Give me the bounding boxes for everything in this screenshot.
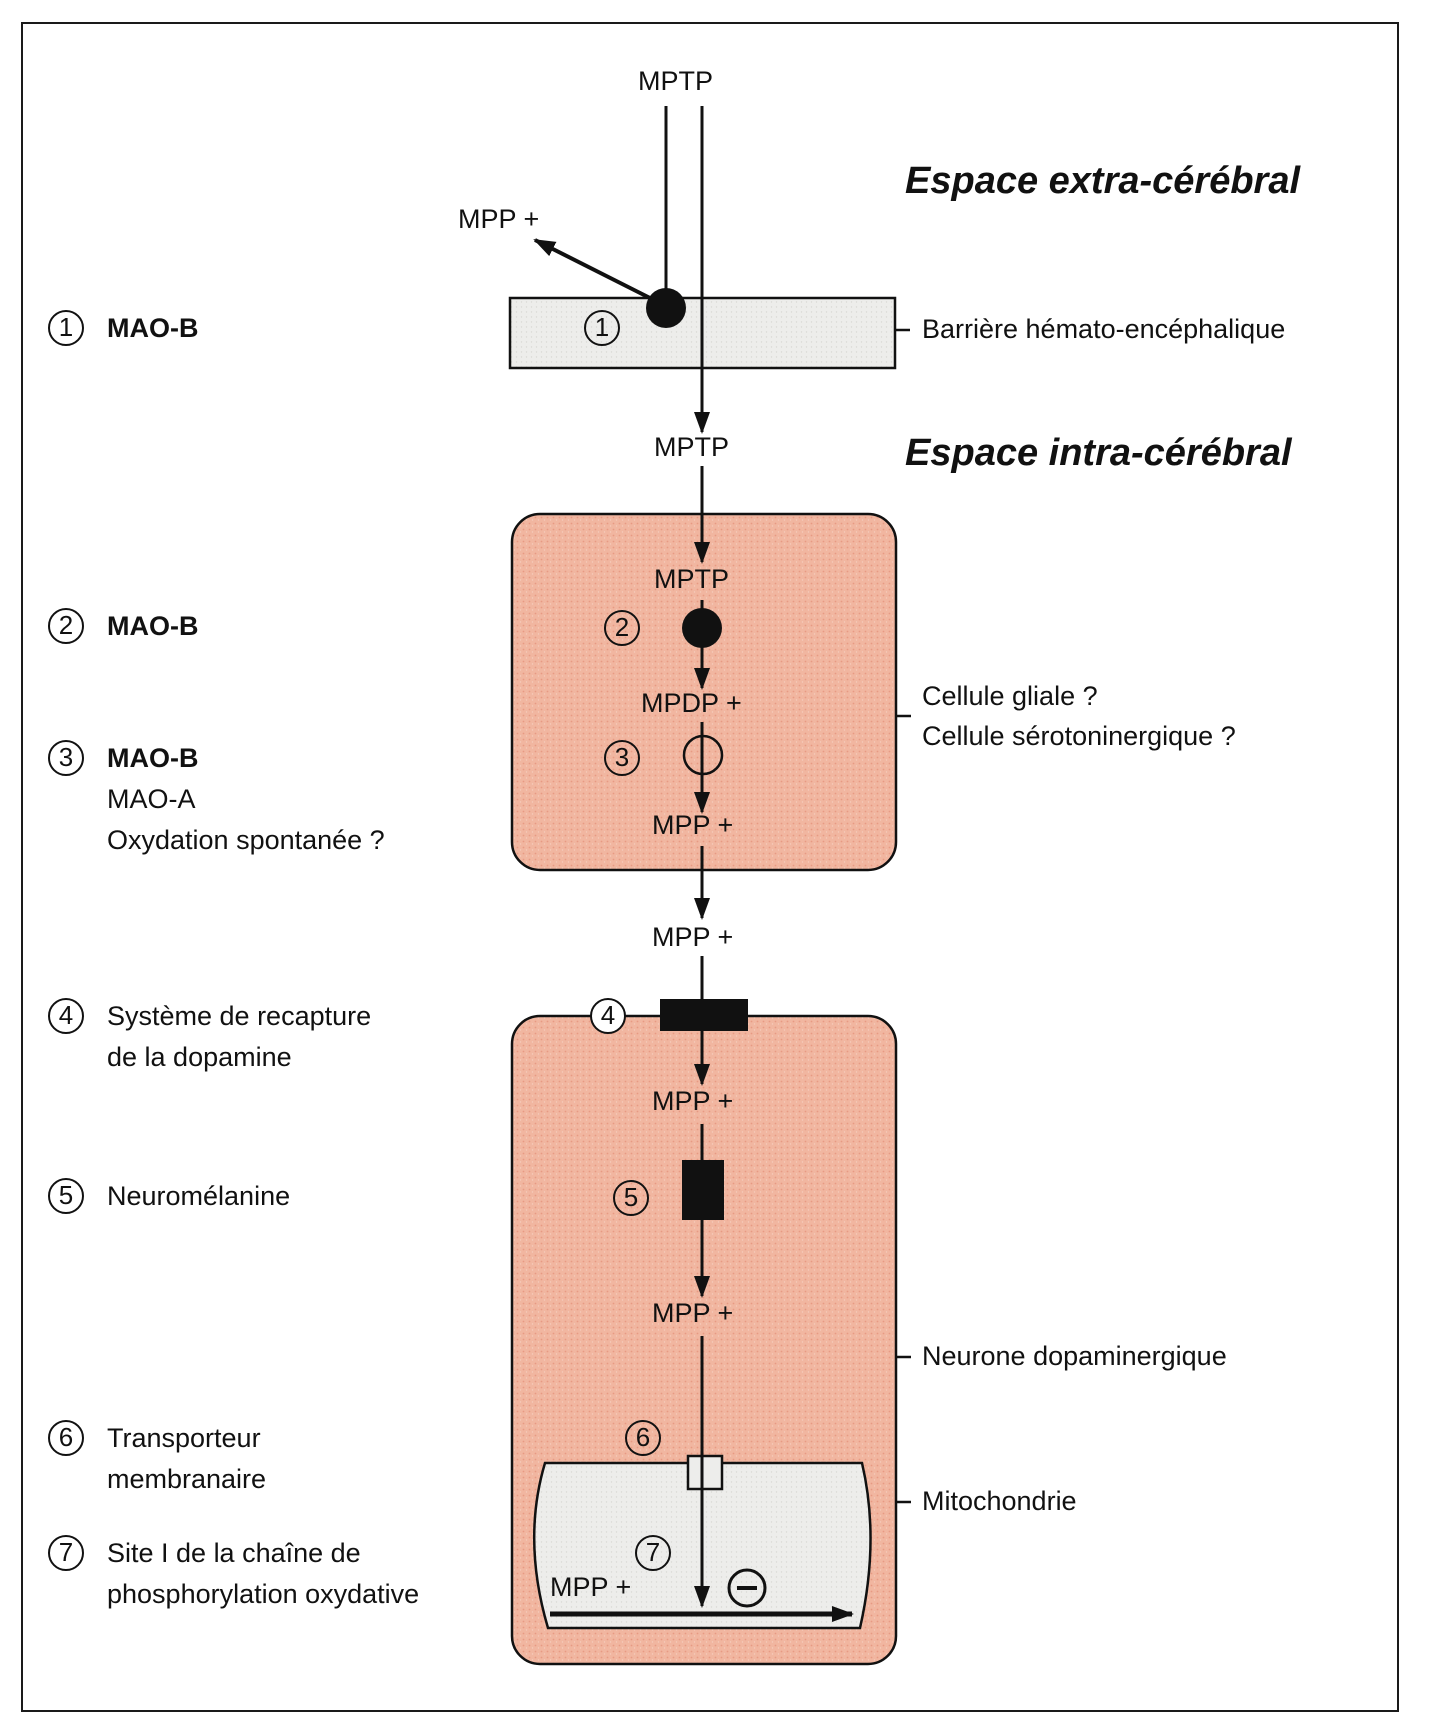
mao-b-enzyme-1 [646,288,686,328]
label-glial-2: Cellule sérotoninergique ? [922,721,1236,751]
mpp-exit-arrow [533,238,651,300]
legend-badge-2: 2 [48,608,84,644]
label-bbb: Barrière hémato-encéphalique [922,314,1286,344]
legend-badge-4: 4 [48,998,84,1034]
molecule-mpp-in-glia: MPP + [652,810,734,840]
legend-text: Système de recapture [107,1001,372,1031]
step-badge-1: 1 [584,310,620,346]
label-neuron: Neurone dopaminergique [922,1341,1227,1371]
legend-badge-1: 1 [48,310,84,346]
region-title-extra: Espace extra-cérébral [905,160,1301,202]
molecule-mptp-top: MPTP [638,66,714,96]
molecule-mpdp: MPDP + [641,688,742,718]
molecule-mpp-in-mito: MPP + [550,1572,632,1602]
legend-text: MAO-B [107,743,199,773]
membrane-transporter [686,1454,724,1491]
legend-text: membranaire [107,1464,267,1494]
step-badge-6: 6 [625,1420,661,1456]
inhibition-icon [727,1568,767,1608]
molecule-mpp-neuron-2: MPP + [652,1298,734,1328]
legend-badge-3: 3 [48,740,84,776]
step-badge-5: 5 [613,1180,649,1216]
legend-text: Site I de la chaîne de [107,1538,361,1568]
legend-badge-7: 7 [48,1535,84,1571]
legend-badge-5: 5 [48,1178,84,1214]
label-glial-1: Cellule gliale ? [922,681,1098,711]
step-badge-2: 2 [604,610,640,646]
step-badge-7: 7 [635,1535,671,1571]
molecule-mpp-between: MPP + [652,922,734,952]
label-mitochondrion: Mitochondrie [922,1486,1077,1516]
legend-text: Neuromélanine [107,1181,291,1211]
dopamine-reuptake-transporter [660,999,748,1031]
enzyme-3-open [682,734,724,776]
legend-badge-6: 6 [48,1420,84,1456]
legend-text: MAO-B [107,611,199,641]
molecule-mpp-side: MPP + [458,204,540,234]
step-badge-4: 4 [590,998,626,1034]
step-badge-3: 3 [604,740,640,776]
neuromelanin-block [682,1160,724,1220]
glial-cell [510,512,898,872]
molecule-mpp-neuron-1: MPP + [652,1086,734,1116]
legend-text: phosphorylation oxydative [107,1579,420,1609]
molecule-mptp-after-bbb: MPTP [654,432,730,462]
legend-text: Oxydation spontanée ? [107,825,385,855]
region-title-intra: Espace intra-cérébral [905,432,1292,474]
legend-text: de la dopamine [107,1042,292,1072]
legend-text: Transporteur [107,1423,261,1453]
legend-text: MAO-B [107,313,199,343]
legend-text: MAO-A [107,784,196,814]
mao-b-enzyme-2 [682,608,722,648]
figure-frame [21,22,1399,1712]
molecule-mptp-in-glia: MPTP [654,564,730,594]
